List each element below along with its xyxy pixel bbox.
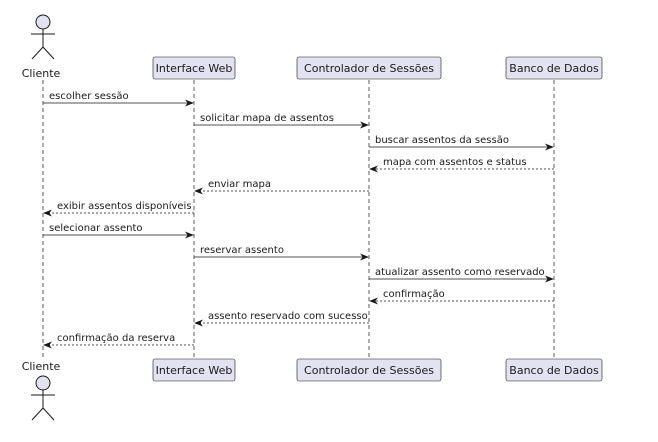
participant-box: [296, 358, 442, 382]
message-8: reservar assento: [194, 245, 369, 261]
participant-ctrl-bottom: Controlador de Sessões: [296, 358, 442, 382]
message-2: solicitar mapa de assentos: [194, 113, 369, 129]
participant-label: Banco de Dados: [509, 364, 599, 377]
message-label: confirmação: [383, 289, 445, 300]
message-7: selecionar assento: [43, 223, 194, 239]
message-label: assento reservado com sucesso: [208, 311, 368, 322]
message-5: enviar mapa: [194, 179, 369, 195]
message-label: solicitar mapa de assentos: [200, 113, 334, 124]
message-4: mapa com assentos e status: [369, 157, 554, 173]
participant-label: Controlador de Sessões: [304, 364, 434, 377]
message-label: buscar assentos da sessão: [375, 135, 509, 146]
message-3: buscar assentos da sessão: [369, 135, 554, 151]
message-label: selecionar assento: [49, 223, 143, 234]
message-6: exibir assentos disponíveis: [43, 200, 194, 217]
message-label: atualizar assento como reservado: [375, 267, 545, 278]
actor-cliente-bottom: Cliente: [22, 360, 61, 421]
message-label: escolher sessão: [49, 91, 129, 102]
participant-box: [152, 56, 236, 80]
message-label: exibir assentos disponíveis: [57, 200, 192, 212]
actor-icon: [31, 375, 55, 421]
actor-cliente-top: Cliente: [22, 14, 61, 80]
participant-box: [505, 358, 603, 382]
participant-label: Banco de Dados: [509, 62, 599, 75]
message-label: reservar assento: [200, 245, 284, 256]
participant-box: [152, 358, 236, 382]
message-label: mapa com assentos e status: [383, 157, 527, 168]
participant-label: Interface Web: [156, 62, 233, 75]
participant-db-bottom: Banco de Dados: [505, 358, 603, 382]
message-11: assento reservado com sucesso: [194, 311, 369, 327]
participant-web-top: Interface Web: [152, 56, 236, 80]
actor-label: Cliente: [22, 67, 61, 80]
message-label: enviar mapa: [208, 179, 271, 190]
message-12: confirmação da reserva: [43, 333, 194, 349]
message-label: confirmação da reserva: [57, 333, 175, 344]
participant-box: [296, 56, 442, 80]
participant-label: Controlador de Sessões: [304, 62, 434, 75]
actor-label: Cliente: [22, 360, 61, 373]
message-10: confirmação: [369, 289, 554, 305]
actor-icon: [31, 14, 55, 60]
message-1: escolher sessão: [43, 91, 194, 107]
message-9: atualizar assento como reservado: [369, 267, 554, 283]
participant-label: Interface Web: [156, 364, 233, 377]
participant-box: [505, 56, 603, 80]
participant-web-bottom: Interface Web: [152, 358, 236, 382]
participant-db-top: Banco de Dados: [505, 56, 603, 80]
participant-ctrl-top: Controlador de Sessões: [296, 56, 442, 80]
